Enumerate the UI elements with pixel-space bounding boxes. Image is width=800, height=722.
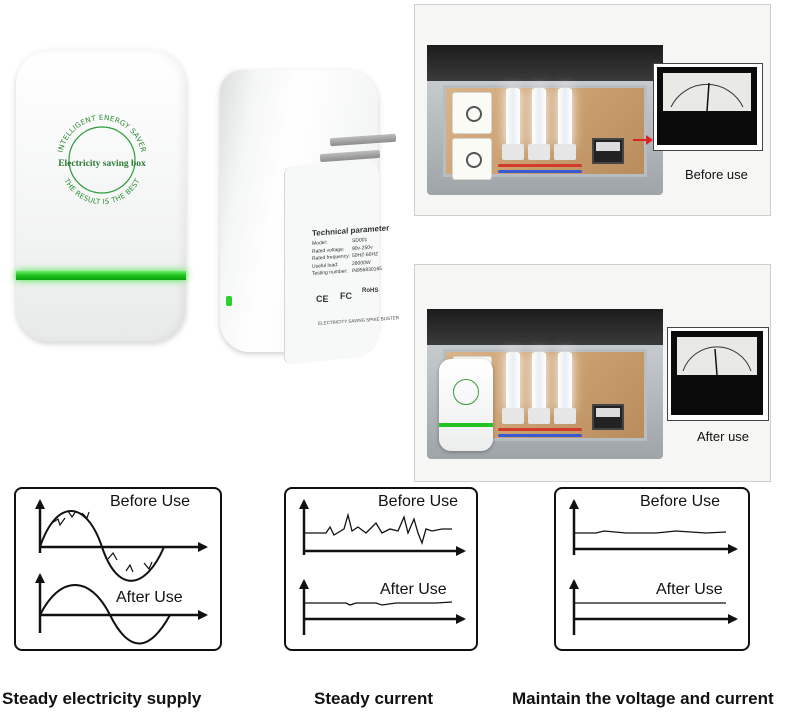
fc-mark: FC	[340, 291, 352, 301]
badge-center-text: Electricity saving box	[58, 159, 146, 169]
technical-parameter-label: Technical parameter Model:SD001 Rated vo…	[312, 223, 394, 279]
panel-steady-electricity: Before Use After Use	[14, 487, 222, 651]
after-use-label: After Use	[116, 589, 183, 606]
before-use-caption: Before use	[685, 167, 748, 182]
before-use-label: Before Use	[640, 493, 721, 510]
lamp	[558, 88, 572, 148]
caption-steady-current: Steady current	[314, 689, 434, 708]
power-socket	[452, 92, 492, 134]
caption-maintain-voltage: Maintain the voltage and current	[512, 689, 774, 708]
before-use-label: Before Use	[110, 493, 191, 510]
waveform-diagram	[35, 499, 208, 645]
energy-saver-front: INTELLIGENT ENERGY SAVER THE RESULT IS T…	[16, 50, 186, 342]
after-use-caption: After use	[697, 429, 750, 444]
svg-text:INTELLIGENT ENERGY SAVER: INTELLIGENT ENERGY SAVER	[56, 113, 148, 153]
ammeter-before	[657, 67, 757, 145]
lamp	[558, 352, 572, 412]
ce-mark: CE	[316, 294, 329, 304]
after-use-label: After Use	[656, 581, 723, 598]
mini-badge	[453, 379, 479, 405]
mini-led	[439, 423, 493, 427]
waveform-diagram	[299, 499, 466, 635]
ammeter-after	[671, 331, 763, 415]
svg-text:THE RESULT IS THE BEST: THE RESULT IS THE BEST	[62, 176, 142, 206]
before-use-label: Before Use	[378, 493, 459, 510]
red-arrow	[633, 135, 653, 145]
lamp	[532, 88, 546, 148]
after-use-label: After Use	[380, 581, 447, 598]
green-led-strip	[16, 271, 186, 280]
test-briefcase	[427, 45, 663, 195]
lamp	[532, 352, 546, 412]
panel-maintain-voltage: Before Use After Use	[554, 487, 750, 651]
lamp	[506, 88, 520, 148]
badge-top-text: INTELLIGENT ENERGY SAVER	[56, 113, 148, 153]
logo-badge: INTELLIGENT ENERGY SAVER THE RESULT IS T…	[56, 113, 148, 206]
after-use-photo: After use	[414, 264, 771, 482]
mini-meter	[592, 404, 624, 430]
energy-saver-plugged	[439, 359, 493, 451]
power-socket	[452, 138, 492, 180]
mini-meter	[592, 138, 624, 164]
lamp	[506, 352, 520, 412]
energy-saver-side	[220, 70, 379, 365]
badge-bottom-text: THE RESULT IS THE BEST	[62, 176, 142, 206]
waveform-diagram	[569, 499, 738, 635]
before-use-photo: Before use	[414, 4, 771, 216]
caption-steady-electricity: Steady electricity supply	[2, 689, 202, 708]
rohs-mark: RoHS	[362, 288, 379, 294]
side-led	[226, 296, 232, 306]
panel-steady-current: Before Use After Use	[284, 487, 478, 651]
